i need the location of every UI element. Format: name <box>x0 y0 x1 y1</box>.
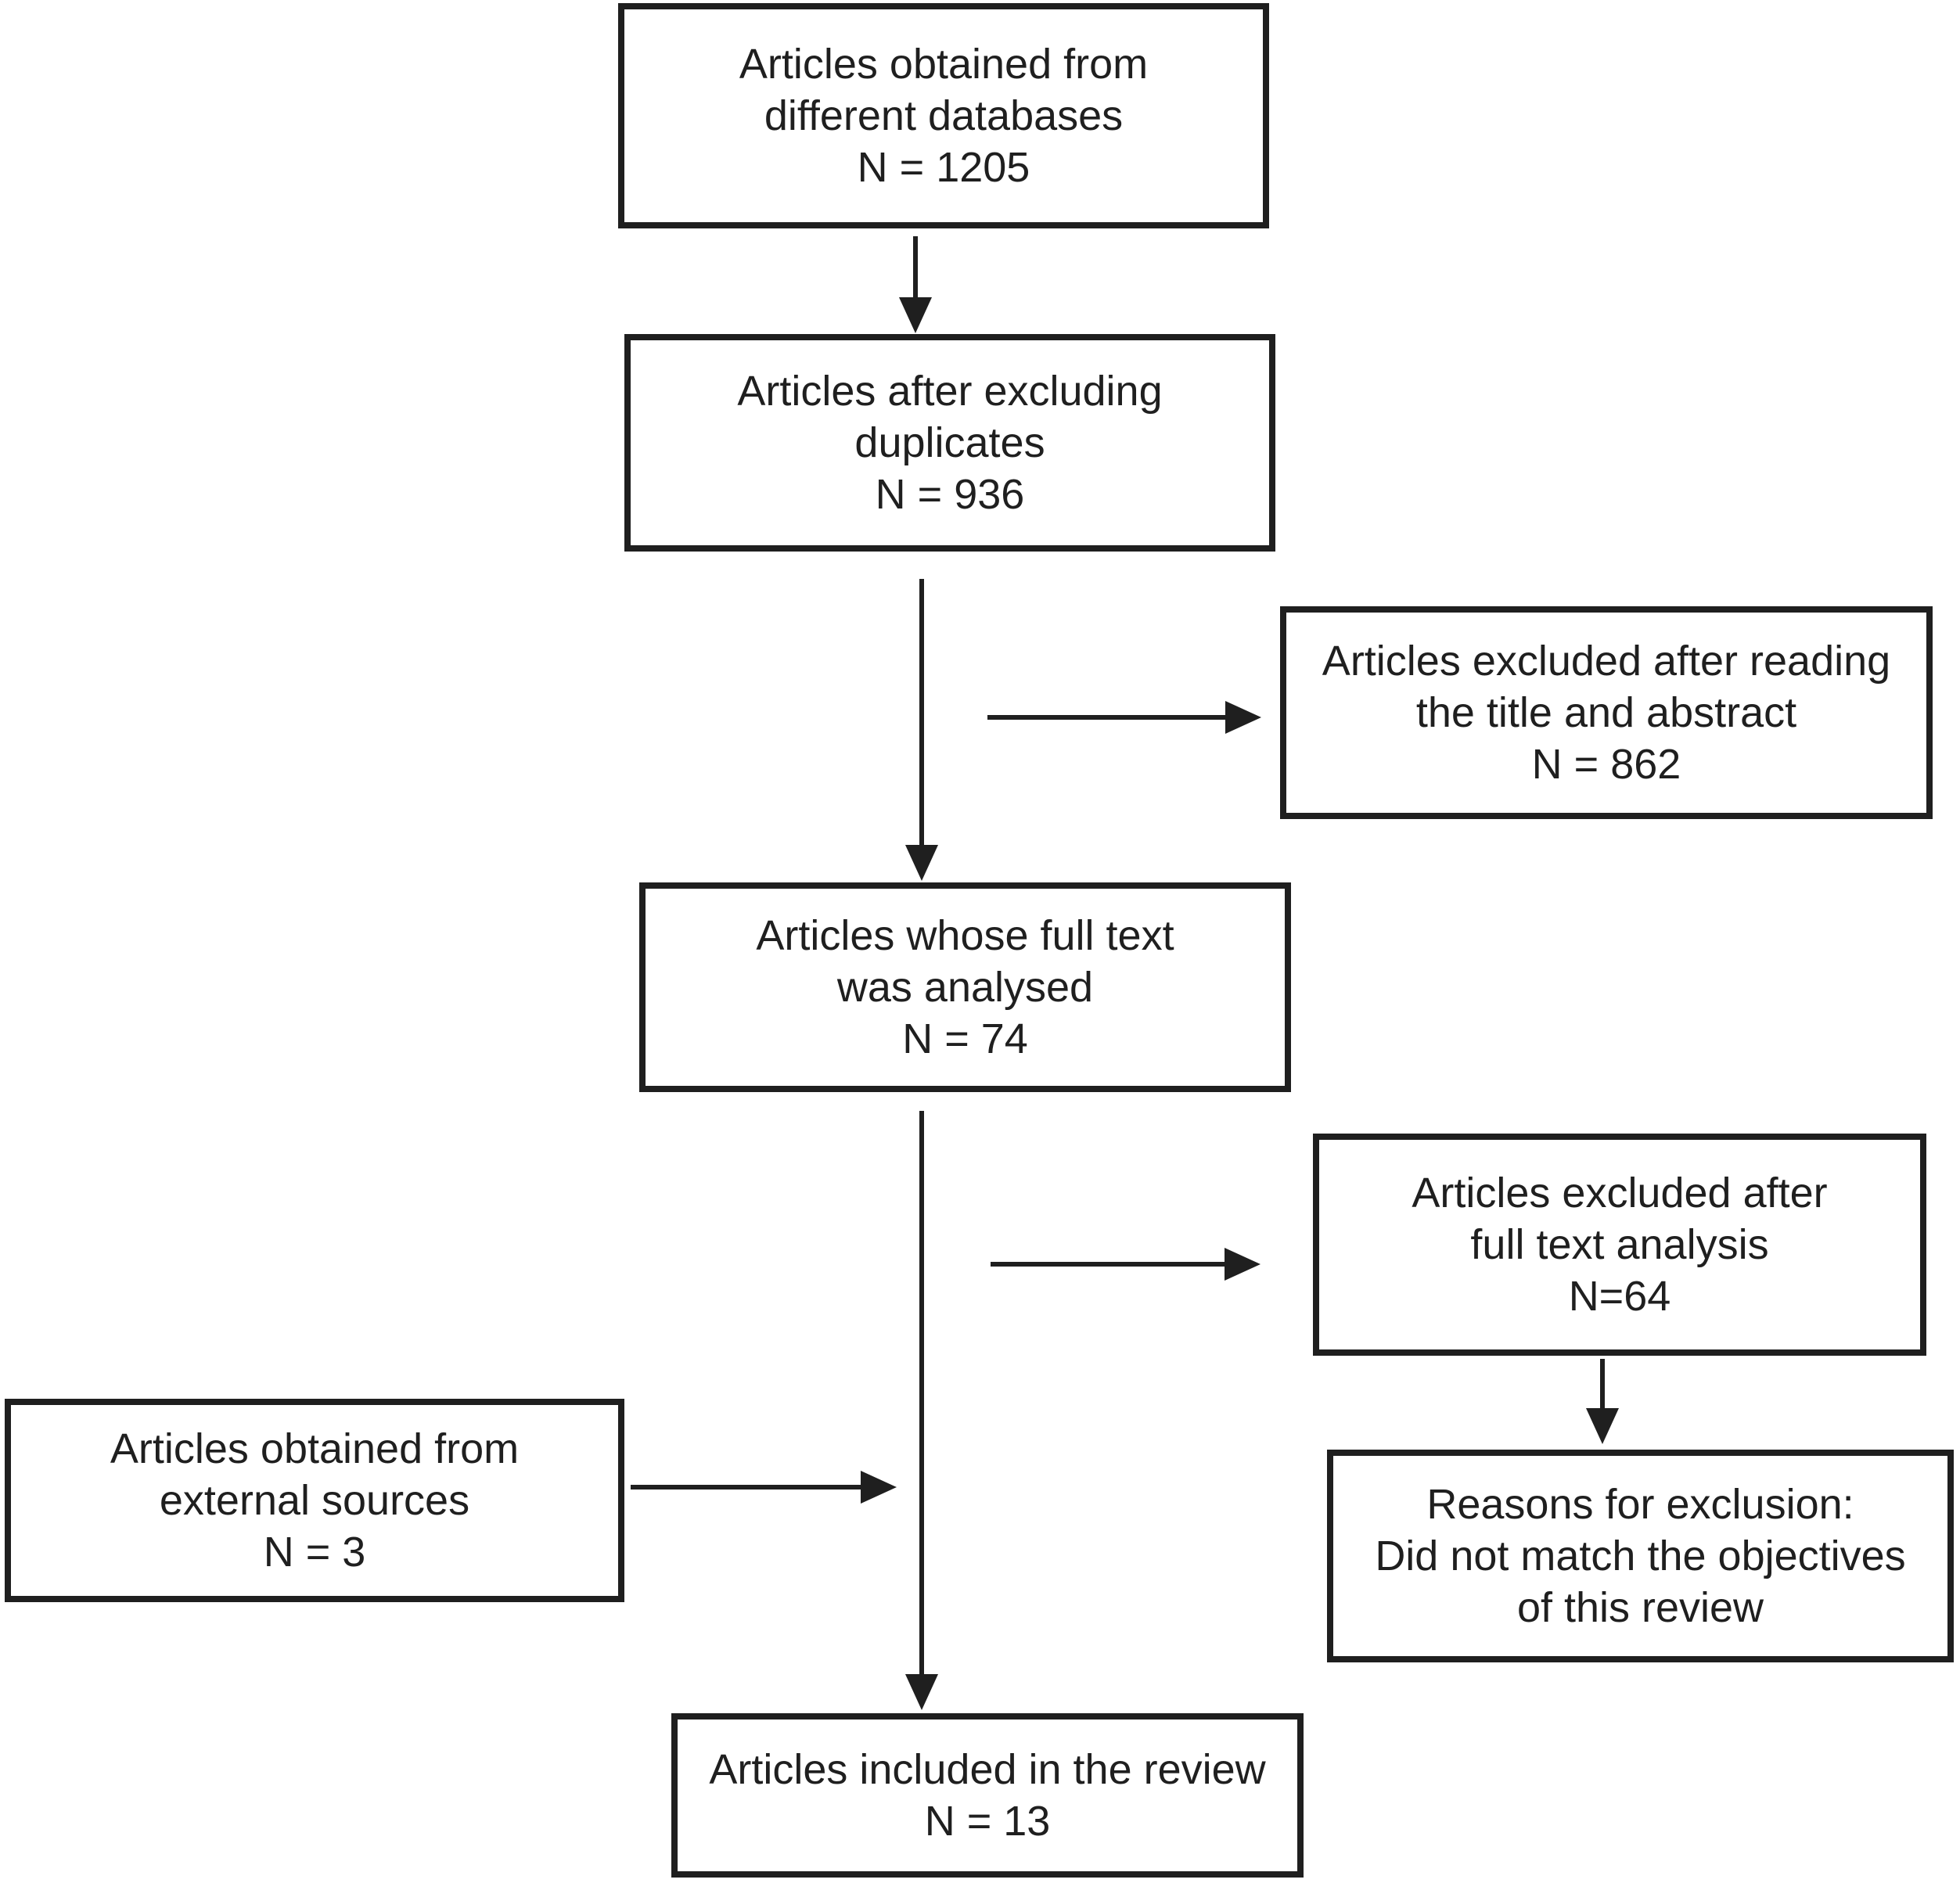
arrowhead-down-icon <box>905 1674 938 1710</box>
arrow-line <box>919 579 924 846</box>
arrowhead-right-icon <box>861 1471 897 1504</box>
flow-box-exclusion-reasons-line1: Reasons for exclusion: <box>1426 1481 1854 1528</box>
flow-box-exclusion-reasons-line2: Did not match the objectives <box>1375 1533 1906 1579</box>
arrow-line <box>919 1111 924 1676</box>
flow-box-duplicates-line2: duplicates <box>854 419 1045 466</box>
flow-box-full-text-analysed-count: N = 74 <box>902 1015 1028 1062</box>
flow-box-exclusion-reasons: Reasons for exclusion: Did not match the… <box>1327 1450 1954 1662</box>
flow-box-title-abstract-excluded-line1: Articles excluded after reading <box>1322 638 1891 685</box>
flow-box-title-abstract-excluded-line2: the title and abstract <box>1415 689 1797 736</box>
flow-box-full-text-excluded: Articles excluded after full text analys… <box>1313 1134 1926 1356</box>
flow-box-full-text-analysed: Articles whose full text was analysed N … <box>639 882 1291 1092</box>
flow-box-databases-line1: Articles obtained from <box>739 41 1149 88</box>
flow-box-title-abstract-excluded: Articles excluded after reading the titl… <box>1280 606 1933 819</box>
flow-box-databases-count: N = 1205 <box>857 144 1030 191</box>
flow-box-duplicates: Articles after excluding duplicates N = … <box>624 334 1275 552</box>
flow-box-external-sources-line2: external sources <box>159 1477 470 1524</box>
arrowhead-down-icon <box>905 845 938 881</box>
arrow-line <box>987 715 1233 720</box>
flow-box-external-sources: Articles obtained from external sources … <box>5 1399 624 1602</box>
arrowhead-down-icon <box>899 297 932 333</box>
arrow-line <box>631 1485 865 1490</box>
arrow-line <box>991 1262 1233 1267</box>
flow-box-external-sources-line1: Articles obtained from <box>110 1425 520 1472</box>
flow-box-duplicates-line1: Articles after excluding <box>737 368 1163 415</box>
flow-box-title-abstract-excluded-count: N = 862 <box>1531 741 1681 788</box>
flow-box-included-line1: Articles included in the review <box>709 1746 1266 1793</box>
flow-box-full-text-analysed-line1: Articles whose full text <box>756 912 1174 959</box>
flow-box-duplicates-count: N = 936 <box>875 471 1025 518</box>
flow-box-full-text-excluded-line2: full text analysis <box>1470 1221 1769 1268</box>
flow-box-full-text-analysed-line2: was analysed <box>836 964 1094 1011</box>
arrowhead-right-icon <box>1225 1248 1261 1281</box>
flow-box-exclusion-reasons-line3: of this review <box>1516 1584 1764 1631</box>
flow-box-full-text-excluded-line1: Articles excluded after <box>1412 1170 1828 1216</box>
flow-box-included-count: N = 13 <box>924 1798 1051 1845</box>
flow-box-full-text-excluded-count: N=64 <box>1568 1273 1671 1320</box>
flow-box-external-sources-count: N = 3 <box>263 1529 366 1576</box>
flow-box-databases-line2: different databases <box>764 92 1124 139</box>
arrowhead-down-icon <box>1586 1408 1619 1444</box>
arrowhead-right-icon <box>1225 701 1261 734</box>
arrow-line <box>913 236 918 302</box>
flow-box-databases: Articles obtained from different databas… <box>618 3 1269 228</box>
flow-box-included: Articles included in the review N = 13 <box>671 1713 1304 1878</box>
arrow-line <box>1600 1359 1605 1412</box>
